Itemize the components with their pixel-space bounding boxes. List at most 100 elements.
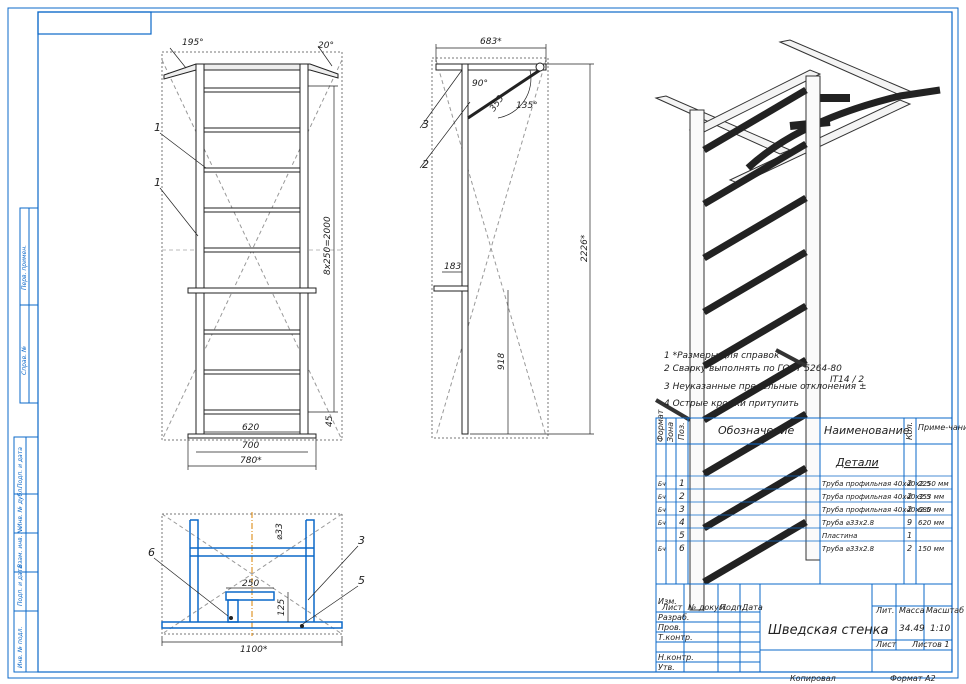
spec-cell-qty: 2	[907, 492, 912, 501]
spec-cell-qty: 1	[907, 531, 912, 540]
iso-rung	[702, 140, 808, 208]
front-callout-1b: 1	[154, 176, 161, 189]
spec-cell-fmt: Бч	[658, 520, 666, 527]
sign-row-3: Т.контр.	[658, 633, 693, 642]
iso-rung	[702, 464, 808, 532]
front-dim-780: 780*	[240, 456, 262, 466]
spec-cell-qty: 9	[907, 518, 912, 527]
drawing-mass: 34.49	[899, 624, 925, 634]
spec-cell-pos: 2	[679, 492, 685, 502]
spec-cell-name: Труба профильная 40х40х2.5	[822, 480, 931, 488]
front-dim-195: 195°	[182, 38, 204, 48]
spec-cell-note: 680 мм	[918, 506, 945, 514]
side-dim-183: 183	[444, 262, 461, 272]
spec-cell-fmt: Бч	[658, 507, 666, 514]
strip-text-6: Подп. и дата	[17, 565, 24, 606]
front-rung	[203, 87, 301, 93]
spec-cell-pos: 5	[679, 531, 685, 541]
note-4: 4 Острые кромки притупить	[664, 399, 799, 409]
side-dim-90: 90°	[472, 79, 488, 89]
tb-sheets-label: Листов 1	[911, 640, 950, 649]
bottom-callout-3: 3	[358, 534, 365, 547]
spec-cell-name: Труба ⌀33х2.8	[822, 545, 875, 553]
note-tolerance: IT14 / 2	[830, 375, 864, 385]
iso-rung	[702, 248, 808, 316]
sign-row-1: Разраб.	[658, 613, 689, 622]
bottom-dim-33: ⌀33	[275, 523, 285, 540]
front-callout-1a: 1	[154, 121, 161, 134]
tb-head-scale: Масштаб	[926, 606, 964, 615]
front-dim-20: 20°	[318, 41, 334, 51]
spec-cell-note: 2250 мм	[918, 480, 949, 488]
sign-col-doc: № докум.	[687, 603, 727, 612]
spec-cell-name: Труба профильная 40х40х2.5	[822, 493, 931, 501]
spec-cell-note: 620 мм	[918, 519, 945, 527]
side-callout-2: 2	[422, 158, 429, 171]
front-rung	[203, 329, 301, 335]
sign-row-0: Изм.	[658, 597, 677, 606]
bottom-dim-125: 125	[277, 599, 287, 616]
side-dim-918: 918	[497, 353, 507, 370]
front-dim-45: 45	[325, 415, 335, 427]
strip-text-5: Взам. инв. №	[17, 527, 24, 568]
bottom-callout-5: 5	[358, 574, 365, 587]
bottom-callout-6: 6	[148, 546, 155, 559]
bottom-view: ⌀33 250 125 1100* 6 3 5	[148, 512, 365, 655]
front-rung	[203, 167, 301, 173]
spec-head-designation: Обозначение	[718, 424, 795, 437]
spec-cell-qty: 2	[907, 544, 912, 553]
corner-stamp-box	[37, 11, 152, 35]
title-block: Шведская стенка Лит. Масса Масштаб 34.49…	[655, 583, 964, 683]
front-view: 195° 20° 8x250=2000 620 700 780* 45 1 1	[154, 38, 343, 470]
drawing-scale: 1:10	[930, 624, 950, 634]
spec-cell-pos: 4	[679, 518, 685, 528]
sign-col-sheet: Лист	[661, 603, 683, 612]
strip-text-3: Подп. и дата	[17, 447, 24, 488]
tb-head-mass: Масса	[899, 606, 925, 615]
spec-section: Детали	[835, 456, 879, 469]
bottom-dim-1100: 1100*	[240, 645, 268, 655]
spec-cell-pos: 1	[679, 479, 685, 489]
spec-head-format: Формат	[656, 409, 665, 442]
note-3: 3 Неуказанные предельные отклонения ±	[664, 382, 867, 392]
side-callout-3: 3	[422, 118, 429, 131]
iso-rung	[702, 86, 808, 154]
spec-cell-name: Пластина	[822, 532, 857, 540]
spec-cell-fmt: Бч	[658, 481, 666, 488]
side-strip	[13, 207, 39, 673]
spec-head-name: Наименование	[824, 424, 910, 437]
sign-row-4: Н.контр.	[658, 653, 694, 662]
spec-cell-name: Труба профильная 40х40х2.5	[822, 506, 931, 514]
front-rung	[203, 247, 301, 253]
side-dim-2226: 2226*	[580, 234, 590, 262]
spec-head-pos: Поз.	[677, 422, 686, 440]
strip-text-1: Перв. примен.	[21, 245, 28, 290]
front-dim-height: 8x250=2000	[323, 216, 333, 275]
spec-head-zone: Зона	[666, 422, 675, 442]
front-rung	[203, 369, 301, 375]
strip-text-7: Инв. № подл.	[17, 627, 24, 668]
spec-cell-name: Труба ⌀33х2.8	[822, 519, 875, 527]
spec-cell-pos: 6	[679, 544, 685, 554]
tb-head-lit: Лит.	[875, 606, 894, 615]
side-dim-683: 683*	[480, 37, 502, 47]
side-view: 683* 90° 353 135° 2226* 183 918 3 2	[419, 37, 594, 439]
sign-row-5: Утв.	[658, 663, 675, 672]
copied-label: Копировал	[790, 674, 836, 683]
spec-cell-pos: 3	[679, 505, 685, 515]
spec-cell-qty: 2	[907, 505, 912, 514]
strip-text-4: Инв. № дубл.	[17, 487, 24, 528]
format-label: Формат А2	[890, 674, 936, 683]
front-dim-620: 620	[242, 423, 259, 433]
spec-head-note: Приме-чание	[918, 423, 966, 432]
front-rung	[203, 207, 301, 213]
front-rung	[203, 127, 301, 133]
note-2: 2 Сварку выполнять по ГОСТ 5264-80	[664, 364, 842, 374]
front-rung	[203, 409, 301, 415]
note-1: 1 *Размеры для справок	[664, 351, 780, 361]
spec-cell-fmt: Бч	[658, 546, 666, 553]
front-dim-700: 700	[242, 441, 259, 451]
iso-rung	[702, 302, 808, 370]
spec-cell-note: 150 мм	[918, 545, 945, 553]
